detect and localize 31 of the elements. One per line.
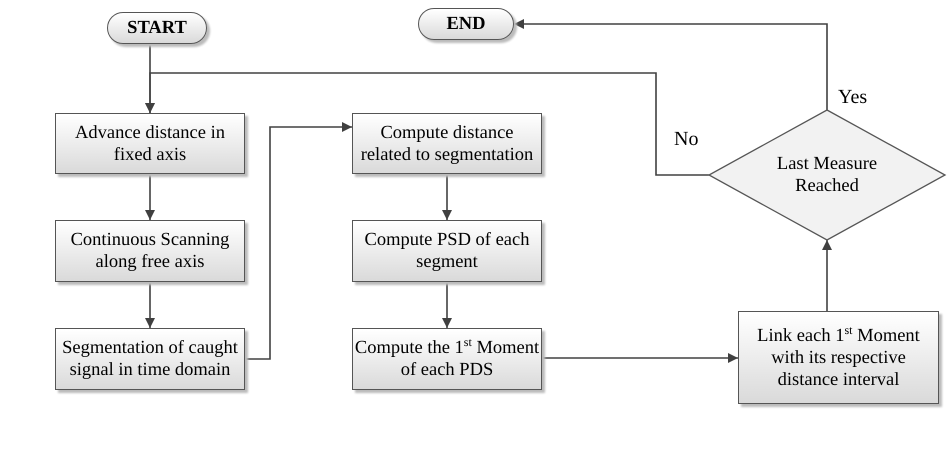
process-box — [352, 113, 542, 174]
edge-label: Yes — [838, 86, 868, 108]
process-box — [352, 220, 542, 282]
node-text: Continuous Scanning along free axis — [70, 229, 230, 273]
node-text: Advance distance in fixed axis — [74, 122, 226, 166]
node-text: Link each 1$^{st}$ Moment with its respective distance interval — [756, 324, 921, 390]
arrow — [442, 282, 452, 328]
node-text: Compute the 1$^{st}$ Moment of each PDS — [354, 337, 540, 381]
node-text: END — [446, 13, 486, 35]
terminal-box — [418, 8, 514, 40]
process-box — [55, 220, 245, 282]
node-text: Compute distance related to segmentation — [360, 122, 534, 166]
arrow — [145, 72, 709, 176]
process-box — [55, 328, 245, 390]
arrow — [145, 174, 155, 220]
node-text: Compute PSD of each segment — [364, 229, 530, 273]
arrow — [542, 353, 738, 363]
arrow — [514, 19, 828, 110]
node-text: START — [127, 17, 187, 39]
edge-label: No — [674, 128, 698, 150]
process-box — [352, 328, 542, 390]
decision-diamond — [709, 110, 945, 240]
arrow — [245, 122, 352, 360]
terminal-box — [107, 12, 207, 44]
arrow — [442, 174, 452, 220]
process-box — [55, 113, 245, 174]
arrow — [822, 240, 832, 311]
node-text: Last Measure Reached — [776, 153, 878, 197]
node-text: Segmentation of caught signal in time domain — [61, 337, 239, 381]
process-box — [738, 311, 939, 404]
arrow — [145, 282, 155, 328]
